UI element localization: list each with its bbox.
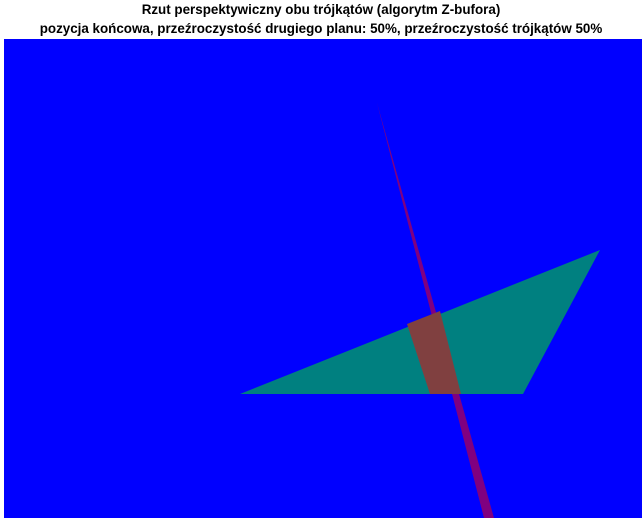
triangle-overlap [407,311,461,394]
render-canvas [4,39,642,518]
figure-title-line-1: Rzut perspektywiczny obu trójkątów (algo… [141,2,501,17]
plot-area [4,39,642,518]
figure-title-line-2: pozycja końcowa, przeźroczystość drugieg… [39,21,603,36]
purple-triangle [377,103,494,518]
